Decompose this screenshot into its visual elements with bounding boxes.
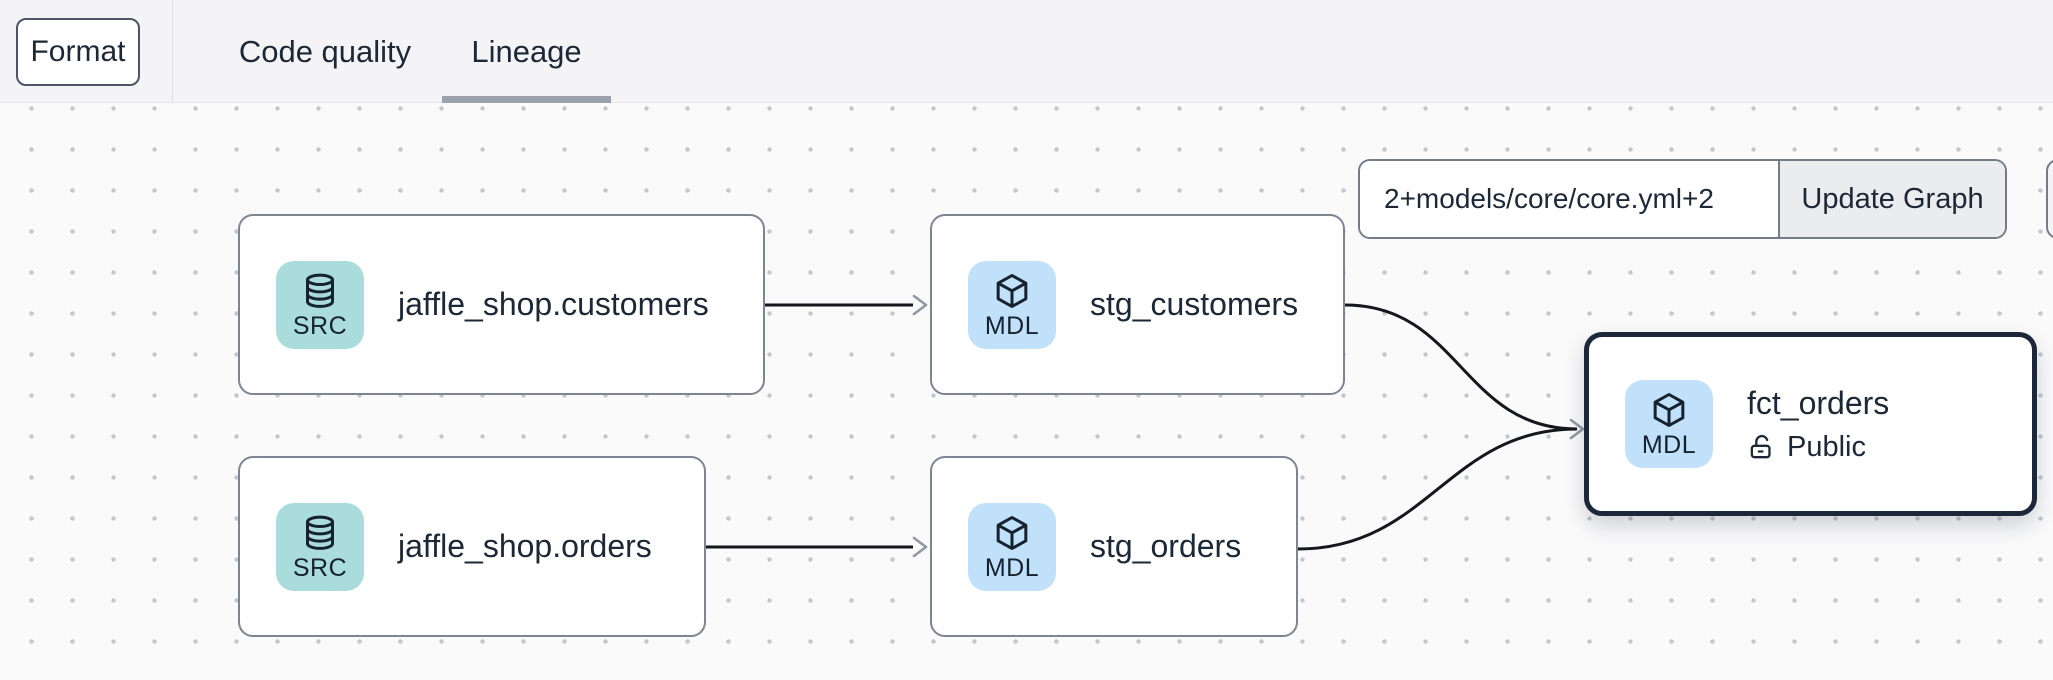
database-icon [306, 515, 334, 550]
cube-icon [1653, 393, 1685, 427]
badge-label: MDL [984, 553, 1040, 582]
access-label: Public [1787, 430, 1866, 463]
model-badge: MDL [968, 502, 1056, 591]
node-label: jaffle_shop.customers [398, 286, 709, 322]
badge-label: SRC [292, 311, 348, 340]
node-label: jaffle_shop.orders [398, 528, 652, 564]
badge-label: MDL [984, 311, 1040, 340]
toolbar: Format Code quality Lineage [0, 0, 2053, 103]
source-badge: SRC [276, 260, 364, 349]
tab-lineage[interactable]: Lineage [442, 0, 611, 103]
node-jaffle-shop-orders[interactable]: SRC jaffle_shop.orders [238, 456, 706, 637]
arrowhead-icon [912, 294, 928, 316]
node-stg-customers[interactable]: MDL stg_customers [930, 214, 1345, 395]
node-stg-orders[interactable]: MDL stg_orders [930, 456, 1298, 637]
tab-label: Code quality [238, 33, 412, 69]
tab-label: Lineage [471, 33, 582, 69]
node-label: stg_orders [1090, 528, 1242, 564]
badge-label: MDL [1641, 431, 1697, 459]
badge-label: SRC [292, 553, 348, 582]
cube-icon [996, 273, 1028, 308]
clipped-edge-button[interactable] [2046, 159, 2053, 239]
database-icon [306, 273, 334, 308]
arrowhead-icon [1569, 418, 1585, 440]
node-label: stg_customers [1090, 286, 1299, 322]
toolbar-divider [172, 0, 173, 103]
arrowhead-icon [912, 536, 928, 558]
lineage-edges [706, 294, 1585, 558]
node-jaffle-shop-customers[interactable]: SRC jaffle_shop.customers [238, 214, 765, 395]
model-badge: MDL [968, 260, 1056, 349]
format-button[interactable]: Format [16, 18, 140, 86]
graph-selector-group: Update Graph [1358, 159, 2007, 239]
node-text: fct_orders Public [1747, 385, 1889, 464]
update-graph-button[interactable]: Update Graph [1778, 161, 2005, 237]
source-badge: SRC [276, 502, 364, 591]
tab-code-quality[interactable]: Code quality [222, 0, 428, 103]
access-row: Public [1747, 431, 1889, 464]
edge-stg-orders-to-fct [1297, 427, 1578, 551]
cube-icon [996, 515, 1028, 550]
model-badge: MDL [1625, 380, 1713, 468]
node-fct-orders[interactable]: MDL fct_orders Public [1584, 332, 2037, 516]
node-label: fct_orders [1747, 384, 1890, 421]
selector-input[interactable] [1360, 161, 1778, 237]
unlock-icon [1750, 434, 1771, 458]
lineage-canvas[interactable]: SRC jaffle_shop.customers MDL stg_custom… [0, 103, 2053, 680]
edge-stg-customers-to-fct [1344, 303, 1578, 431]
active-tab-underline [442, 96, 611, 103]
